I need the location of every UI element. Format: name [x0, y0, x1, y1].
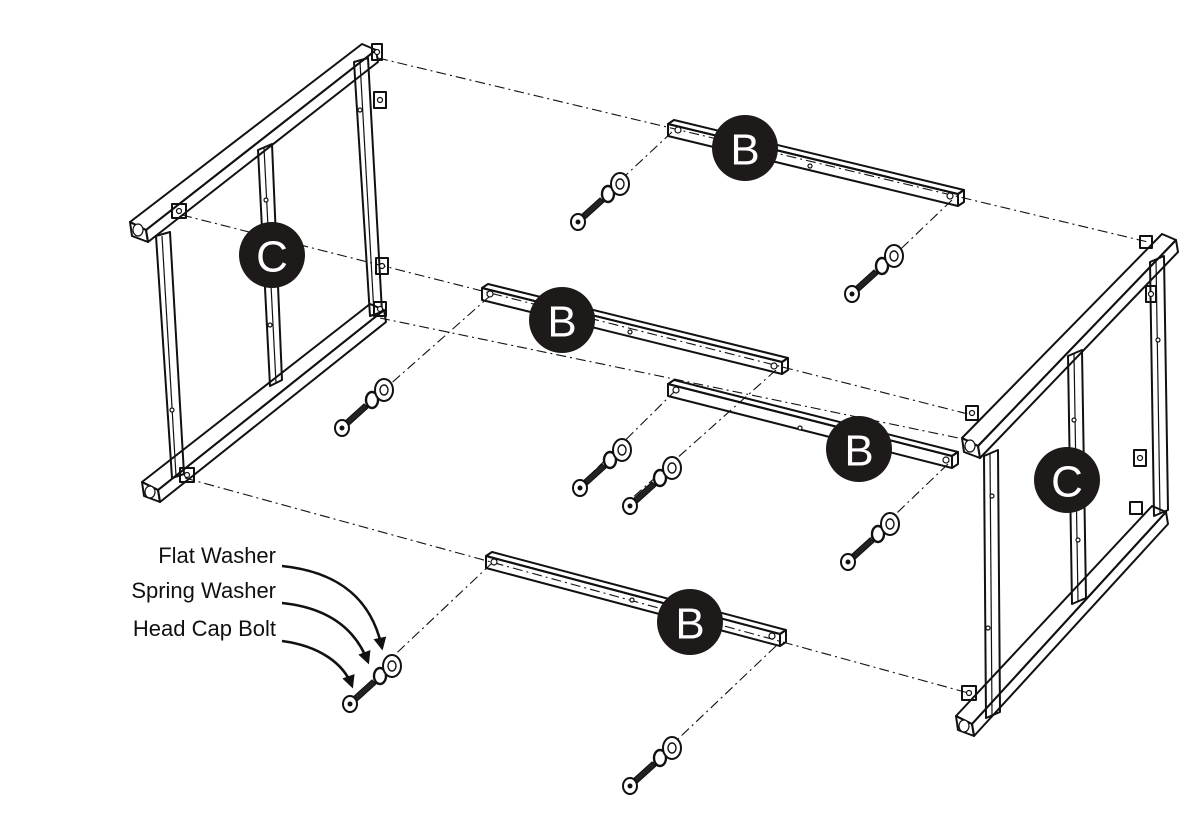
badge-c-right-letter: C	[1051, 458, 1083, 507]
hardware-set	[622, 456, 682, 515]
spring-washer-icon	[372, 666, 388, 686]
spring-washer-icon	[602, 450, 618, 470]
rail-upper-mid	[481, 283, 789, 375]
frame-right	[955, 233, 1179, 737]
rail-bottom-front	[485, 551, 787, 647]
badge-b-1-letter: B	[730, 126, 759, 175]
hardware-set	[840, 512, 900, 571]
hardware-set	[622, 736, 682, 795]
hardware-set	[570, 172, 630, 231]
spring-washer-icon	[652, 748, 668, 768]
spring-washer-icon	[874, 256, 890, 276]
spring-washer-label: Spring Washer	[131, 578, 276, 603]
badge-b-1: B	[712, 115, 778, 181]
head-cap-bolt-arrow	[281, 639, 355, 689]
flat-washer-label: Flat Washer	[158, 543, 276, 568]
badge-c-left-letter: C	[256, 233, 288, 282]
hardware-legend: Flat Washer Spring Washer Head Cap Bolt	[131, 543, 387, 689]
badge-c-left: C	[239, 222, 305, 288]
hardware-set	[334, 378, 394, 437]
spring-washer-icon	[364, 390, 380, 410]
rail-top-back	[667, 119, 965, 207]
badge-b-3: B	[826, 416, 892, 482]
hardware-sets	[334, 172, 904, 795]
badge-b-4-letter: B	[675, 600, 704, 649]
alignment-lines	[181, 57, 1149, 776]
spring-washer-icon	[600, 184, 616, 204]
head-cap-bolt-label: Head Cap Bolt	[133, 616, 276, 641]
hardware-set	[844, 244, 904, 303]
spring-washer-icon	[870, 524, 886, 544]
badge-b-4: B	[657, 589, 723, 655]
hardware-set	[342, 654, 402, 713]
spring-washer-arrow	[281, 601, 371, 665]
spring-washer-icon	[652, 468, 668, 488]
flat-washer-arrow	[281, 564, 387, 651]
badge-b-3-letter: B	[844, 427, 873, 476]
badge-b-2: B	[529, 287, 595, 353]
badge-c-right: C	[1034, 447, 1100, 513]
rail-lower-mid	[667, 379, 959, 469]
frame-left	[129, 43, 389, 503]
hardware-set	[572, 438, 632, 497]
badge-b-2-letter: B	[547, 298, 576, 347]
